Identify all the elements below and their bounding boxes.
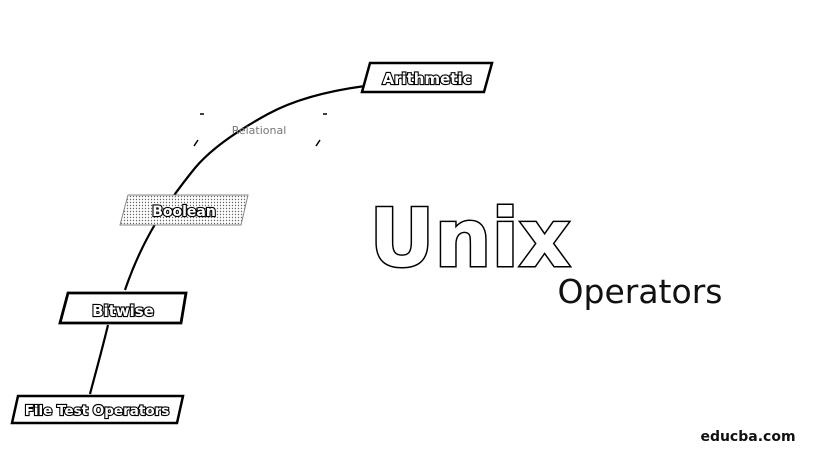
node-relational: Relational bbox=[193, 113, 327, 147]
node-file-test-operators-label: File Test Operators bbox=[25, 403, 170, 419]
node-bitwise-label: Bitwise bbox=[92, 302, 154, 320]
node-file-test-operators-box bbox=[10, 394, 185, 425]
brand-watermark: educba.com bbox=[700, 429, 795, 445]
node-file-test-operators: File Test Operators bbox=[10, 394, 185, 425]
diagram-title: Unix bbox=[370, 192, 571, 285]
node-arithmetic-box bbox=[360, 61, 494, 94]
diagram-subtitle: Operators bbox=[558, 272, 723, 311]
node-boolean-box bbox=[119, 194, 249, 226]
node-relational-label: Relational bbox=[232, 124, 287, 137]
node-bitwise: Bitwise bbox=[58, 291, 188, 325]
node-arithmetic-label: Arithmetic bbox=[382, 70, 471, 88]
node-boolean-label: Boolean bbox=[152, 204, 216, 220]
node-boolean: Boolean bbox=[119, 194, 249, 226]
node-relational-corners bbox=[193, 113, 327, 147]
node-arithmetic: Arithmetic bbox=[360, 61, 494, 94]
node-bitwise-box bbox=[58, 291, 188, 325]
connector-curve bbox=[88, 84, 366, 395]
